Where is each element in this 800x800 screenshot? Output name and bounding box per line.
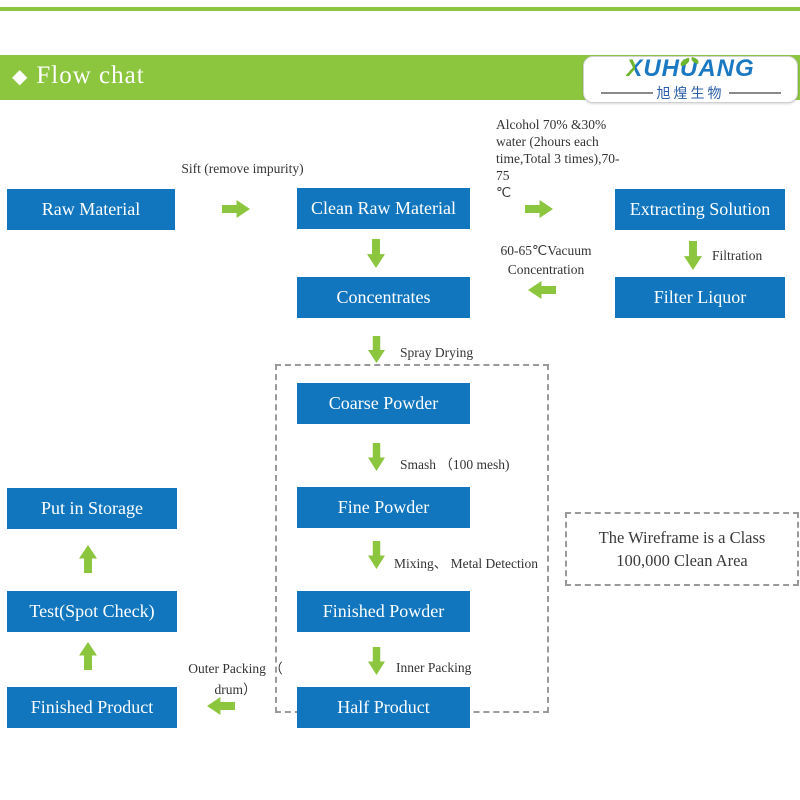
node-clean-raw-material: Clean Raw Material <box>297 188 470 229</box>
label-outer-packing: Outer Packing （ drum） <box>188 661 283 697</box>
logo-subtitle: 旭煌生物 <box>656 86 725 102</box>
logo-text: XUHUANG <box>626 54 755 82</box>
node-raw-material: Raw Material <box>7 189 175 230</box>
label-smash: Smash （100 mesh) <box>400 457 510 472</box>
node-filter-liquor: Filter Liquor <box>615 277 785 318</box>
diamond-icon: ◆ <box>12 66 29 88</box>
node-finished-product: Finished Product <box>7 687 177 728</box>
node-coarse-powder: Coarse Powder <box>297 383 470 424</box>
node-half-product: Half Product <box>297 687 470 728</box>
logo-subtitle-row: 旭煌生物 <box>600 83 781 103</box>
arrow-filter-to-concentrates <box>528 281 556 299</box>
logo-dash-right <box>728 91 781 94</box>
top-accent-line <box>0 7 800 11</box>
page-title-text: Flow chat <box>36 62 145 89</box>
label-vacuum-concentration: 60-65℃Vacuum Concentration <box>500 243 592 277</box>
label-spray-drying: Spray Drying <box>400 345 474 360</box>
arrow-extracting-to-filter <box>684 241 702 270</box>
arrow-test-to-storage <box>79 545 97 573</box>
logo-dash-left <box>600 91 653 94</box>
arrow-raw-to-clean <box>222 200 250 218</box>
label-sift: Sift (remove impurity) <box>181 161 304 176</box>
page-title: ◆ Flow chat <box>12 62 145 90</box>
company-logo: XUHUANG 旭煌生物 <box>583 56 798 103</box>
node-extracting-solution: Extracting Solution <box>615 189 785 230</box>
label-inner-packing: Inner Packing <box>396 660 472 675</box>
node-fine-powder: Fine Powder <box>297 487 470 528</box>
node-put-in-storage: Put in Storage <box>7 488 177 529</box>
arrow-concentrates-to-coarse <box>368 336 385 363</box>
label-alcohol: Alcohol 70% &30% water (2hours each time… <box>496 117 620 200</box>
arrow-clean-to-extracting <box>525 200 553 218</box>
node-concentrates: Concentrates <box>297 277 470 318</box>
arrow-finished-product-to-test <box>79 642 97 670</box>
node-test-spot-check: Test(Spot Check) <box>7 591 177 632</box>
node-finished-powder: Finished Powder <box>297 591 470 632</box>
label-mixing-metal-detection: Mixing、 Metal Detection <box>394 556 538 571</box>
clean-area-note-text: The Wireframe is a Class 100,000 Clean A… <box>598 528 766 570</box>
label-filtration: Filtration <box>712 248 763 263</box>
clean-area-note-box: The Wireframe is a Class 100,000 Clean A… <box>565 512 799 586</box>
arrow-clean-to-concentrates <box>367 239 385 268</box>
